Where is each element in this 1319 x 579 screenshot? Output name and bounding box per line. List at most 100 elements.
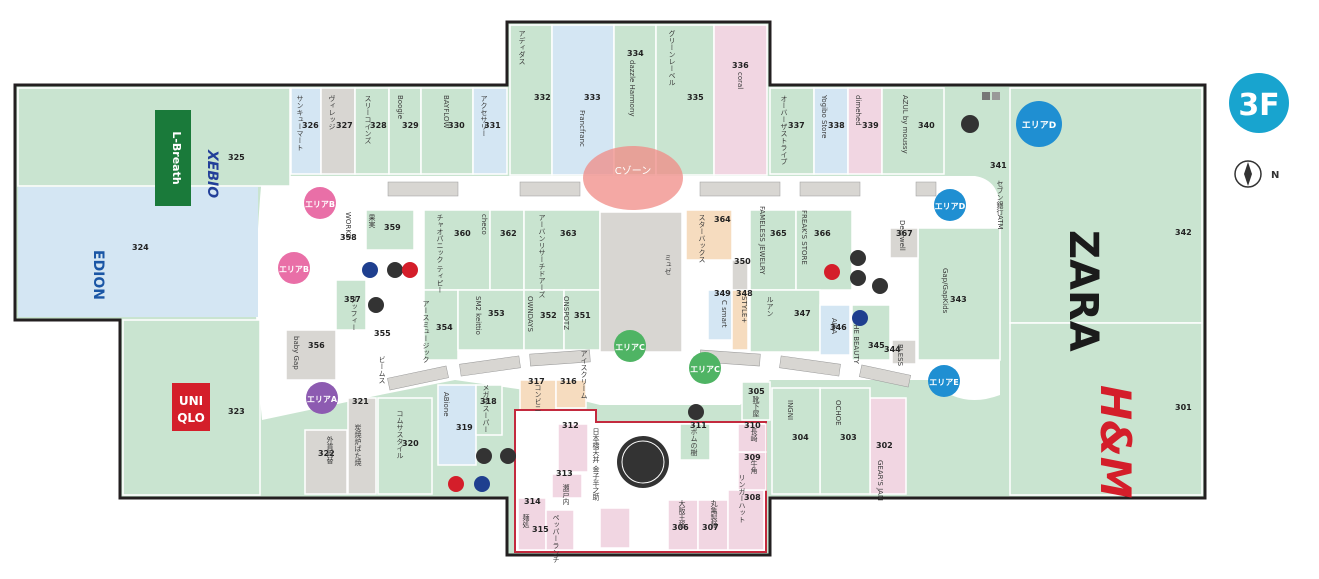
escalator-bars <box>387 181 937 391</box>
store-354[interactable] <box>423 289 459 361</box>
store-365[interactable] <box>749 209 797 291</box>
svg-text:オーバーザストライプ: オーバーザストライプ <box>780 95 788 165</box>
svg-text:グリーンレーベル: グリーンレーベル <box>668 29 676 86</box>
store-344[interactable] <box>891 339 917 365</box>
store-301[interactable] <box>1009 322 1203 496</box>
store-304[interactable] <box>771 387 821 495</box>
elevator-icon <box>476 448 492 464</box>
svg-text:310: 310 <box>744 421 761 430</box>
svg-text:366: 366 <box>814 229 831 238</box>
svg-text:312: 312 <box>562 421 579 430</box>
area-marker-d <box>934 189 966 221</box>
svg-text:SM2 keittio: SM2 keittio <box>474 296 482 335</box>
store-359[interactable] <box>365 209 415 251</box>
svg-text:304: 304 <box>792 433 809 442</box>
store-336[interactable] <box>713 24 768 176</box>
compass-icon: N <box>1234 160 1279 188</box>
store-312[interactable] <box>557 423 589 473</box>
store-314[interactable] <box>517 497 547 551</box>
store-349[interactable] <box>707 289 733 341</box>
restroom-icon <box>402 262 418 278</box>
store-362[interactable] <box>489 209 525 291</box>
store-309[interactable] <box>737 451 767 491</box>
area-marker-d2 <box>1016 101 1062 147</box>
svg-text:328: 328 <box>370 121 387 130</box>
store-364[interactable] <box>685 209 733 261</box>
svg-text:L-Breath: L-Breath <box>170 131 183 184</box>
svg-text:341: 341 <box>990 161 1007 170</box>
svg-text:C smart: C smart <box>720 300 728 328</box>
store-306[interactable] <box>667 499 699 551</box>
store-335[interactable] <box>655 24 715 176</box>
store-311[interactable] <box>679 423 711 461</box>
store-325[interactable] <box>17 87 291 187</box>
store-302[interactable] <box>869 397 907 495</box>
store-348[interactable] <box>731 289 749 351</box>
store-351[interactable] <box>563 289 601 351</box>
svg-text:309: 309 <box>744 453 761 462</box>
store-337[interactable] <box>769 87 815 175</box>
store-353[interactable] <box>457 289 525 351</box>
store-321[interactable] <box>347 397 377 495</box>
store-332[interactable] <box>509 24 553 176</box>
store-356[interactable] <box>285 329 337 381</box>
svg-text:サンキューマート: サンキューマート <box>296 95 304 151</box>
svg-text:362: 362 <box>500 229 517 238</box>
restroom-icon <box>474 476 490 492</box>
store-328[interactable] <box>354 87 390 175</box>
store-305[interactable] <box>741 381 771 421</box>
store-330[interactable] <box>420 87 474 175</box>
store-363[interactable] <box>523 209 601 291</box>
svg-text:ABione: ABione <box>442 392 450 417</box>
restroom-icon <box>852 310 868 326</box>
store-331[interactable] <box>472 87 508 175</box>
store-347[interactable] <box>749 289 821 353</box>
svg-text:306: 306 <box>672 523 689 532</box>
store-340[interactable] <box>881 87 945 175</box>
svg-text:炭焼炉ばた焼: 炭焼炉ばた焼 <box>354 424 362 467</box>
store-346[interactable] <box>819 304 851 356</box>
store-327[interactable] <box>320 87 356 175</box>
svg-text:315: 315 <box>532 525 549 534</box>
svg-text:317: 317 <box>528 377 545 386</box>
store-324[interactable] <box>18 187 258 317</box>
store-329[interactable] <box>388 87 422 175</box>
store-366[interactable] <box>795 209 853 291</box>
svg-text:アディダス: アディダス <box>518 30 526 65</box>
svg-text:瀬戸内: 瀬戸内 <box>562 483 570 506</box>
store-367[interactable] <box>889 227 919 259</box>
store-333[interactable] <box>551 24 615 176</box>
store-352[interactable] <box>523 289 565 351</box>
svg-text:日本橋天丼 金子半之助: 日本橋天丼 金子半之助 <box>592 428 600 501</box>
svg-text:baby Gap: baby Gap <box>292 336 300 370</box>
restroom-icon <box>824 264 840 280</box>
svg-text:長崎: 長崎 <box>750 428 758 442</box>
svg-text:エリアC: エリアC <box>690 365 720 374</box>
store-339[interactable] <box>847 87 883 175</box>
svg-text:セブン銀行ATM: セブン銀行ATM <box>996 180 1004 230</box>
svg-text:330: 330 <box>448 121 465 130</box>
svg-text:外貨両替: 外貨両替 <box>326 435 334 465</box>
store-322[interactable] <box>304 429 348 495</box>
svg-text:checo: checo <box>480 214 488 235</box>
store-343[interactable] <box>917 227 1001 361</box>
store-326[interactable] <box>290 87 322 175</box>
svg-text:319: 319 <box>456 423 473 432</box>
store-318[interactable] <box>475 384 503 436</box>
store-357[interactable] <box>335 279 367 331</box>
store-307[interactable] <box>697 499 729 551</box>
elevator-icon <box>850 250 866 266</box>
svg-text:靴下屋: 靴下屋 <box>752 395 760 418</box>
store-320[interactable] <box>377 397 433 495</box>
store-316[interactable] <box>555 379 587 409</box>
store-315[interactable] <box>545 509 575 551</box>
store-303[interactable] <box>819 387 871 495</box>
store-310[interactable] <box>737 423 767 453</box>
svg-text:303: 303 <box>840 433 857 442</box>
svg-text:ミュゼ: ミュゼ <box>664 254 672 275</box>
svg-text:エリアE: エリアE <box>929 378 958 387</box>
svg-text:365: 365 <box>770 229 787 238</box>
store-313[interactable] <box>551 473 583 499</box>
svg-text:ヴィレッジ: ヴィレッジ <box>328 94 336 130</box>
svg-text:THE BEAUTY: THE BEAUTY <box>852 319 860 365</box>
